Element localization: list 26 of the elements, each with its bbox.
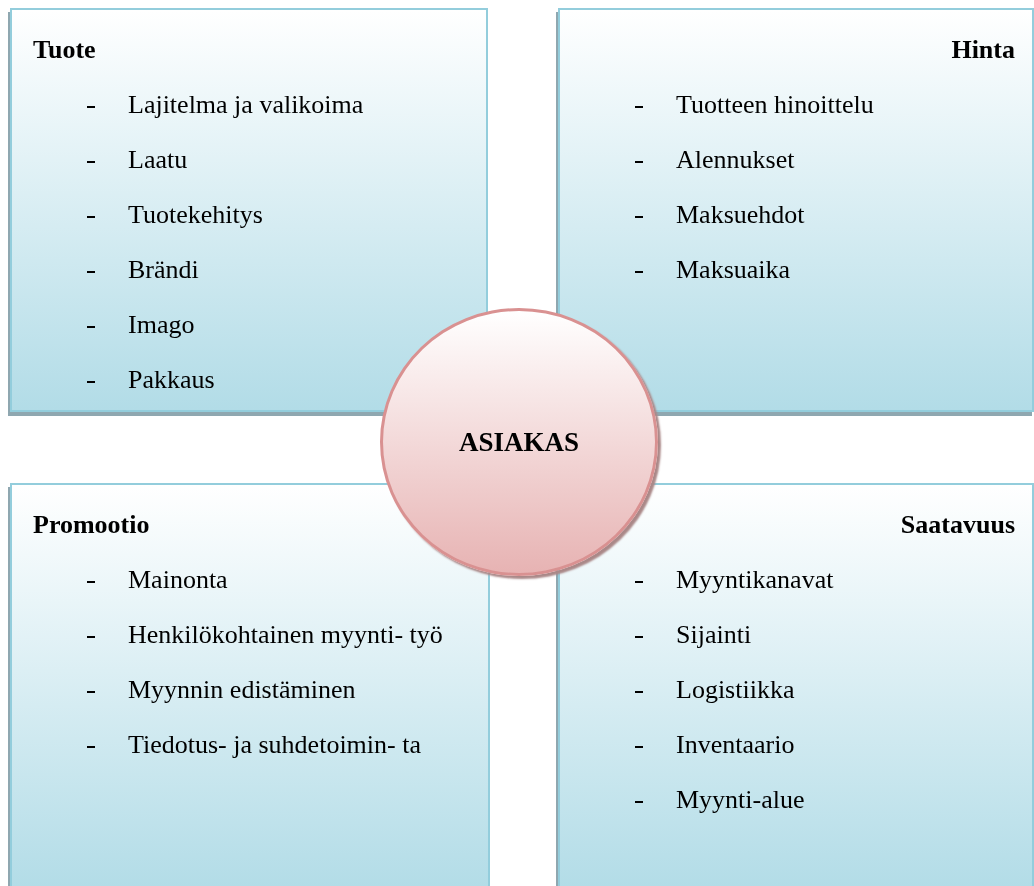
list-item: Pakkaus [128, 365, 215, 394]
list-item: Tuotteen hinoittelu [676, 90, 874, 119]
list-item: Laatu [128, 145, 188, 174]
panel-heading: Saatavuus [900, 509, 1015, 541]
list-item: Logistiikka [676, 675, 795, 704]
list-item: Myynti-alue [676, 785, 805, 814]
category-panel [10, 483, 490, 886]
list-item: Myyntikanavat [676, 565, 834, 594]
category-panel [558, 483, 1034, 886]
list-item: Tuotekehitys [128, 200, 263, 229]
panel-heading: Promootio [33, 509, 150, 541]
list-item: Inventaario [676, 730, 795, 759]
list-item: Mainonta [128, 565, 228, 594]
panel-heading: Hinta [951, 34, 1015, 66]
panel-heading: Tuote [33, 34, 96, 66]
list-item: Myynnin edistäminen [128, 675, 356, 704]
list-item: Imago [128, 310, 195, 339]
list-item: Tiedotus- ja suhdetoimin- ta [128, 730, 421, 759]
list-item: Henkilökohtainen myynti- työ [128, 620, 443, 649]
list-item: Lajitelma ja valikoima [128, 90, 364, 119]
circle-label: ASIAKAS [458, 426, 579, 458]
list-item: Alennukset [676, 145, 795, 174]
list-item: Maksuaika [676, 255, 791, 284]
list-item: Sijainti [676, 620, 752, 649]
list-item: Brändi [128, 255, 199, 284]
list-item: Maksuehdot [676, 200, 805, 229]
